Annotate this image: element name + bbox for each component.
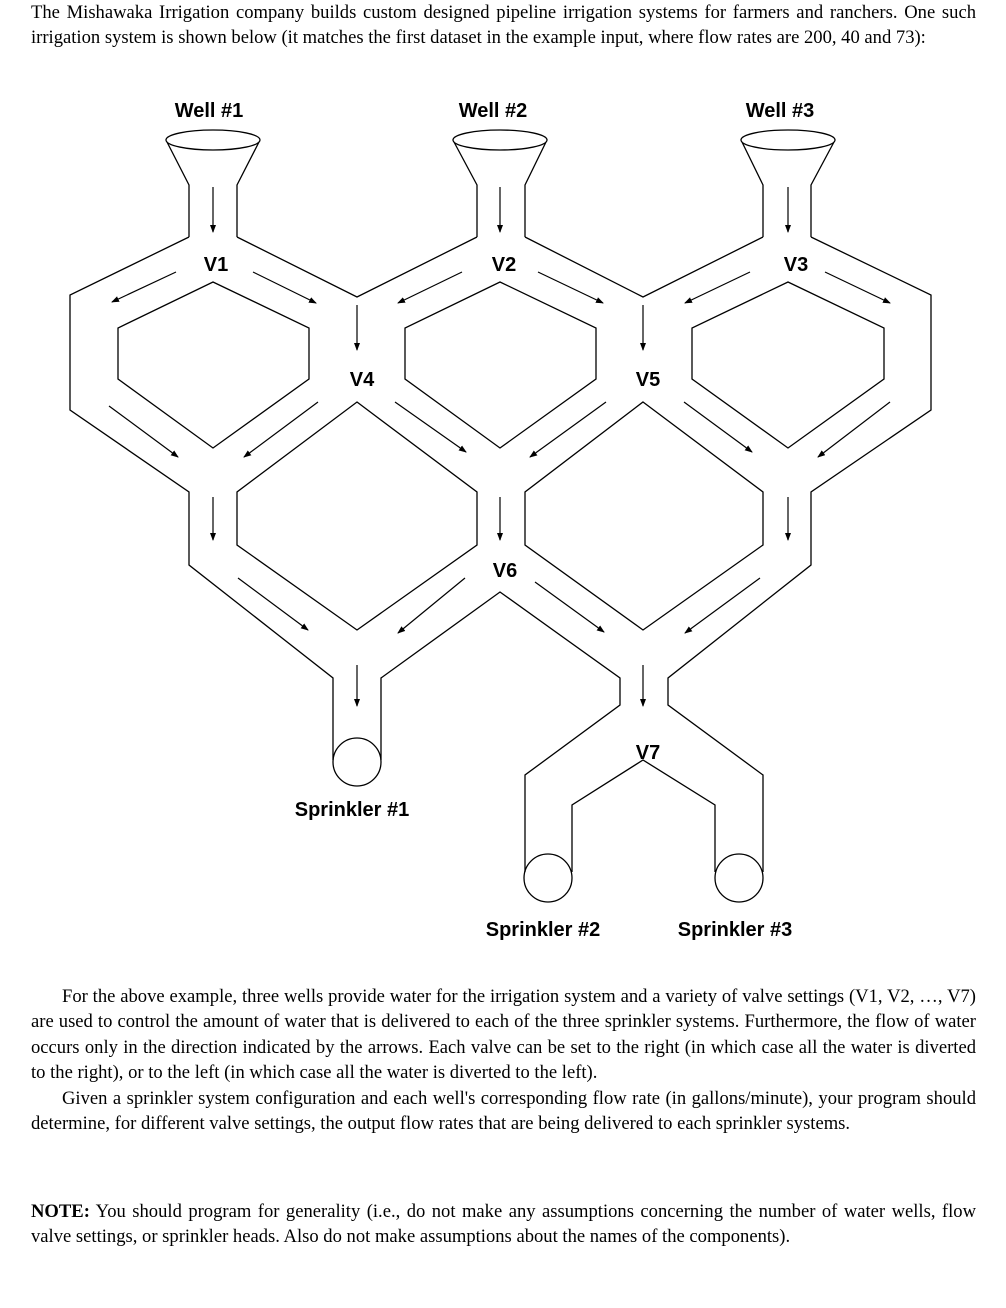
wells: [165, 129, 836, 237]
well-3: [740, 129, 836, 237]
well-label: Well #3: [746, 100, 815, 122]
valve-label: V7: [636, 742, 660, 764]
well-2: [452, 129, 548, 237]
valve-label: V4: [350, 369, 375, 391]
well-label: Well #2: [459, 100, 528, 122]
flow-arrows: [108, 187, 891, 707]
intro-paragraph: The Mishawaka Irrigation company builds …: [31, 2, 976, 49]
sprinkler-label: Sprinkler #2: [486, 919, 601, 941]
valve-label: V3: [784, 254, 808, 276]
valve-description-paragraph: For the above example, three wells provi…: [31, 986, 976, 1084]
note-paragraph: NOTE: You should program for generality …: [31, 1199, 976, 1250]
pipes: [69, 236, 932, 872]
well-label: Well #1: [175, 100, 244, 122]
task-paragraph: Given a sprinkler system configuration a…: [31, 1087, 976, 1135]
note-text: You should program for generality (i.e.,…: [31, 1201, 976, 1248]
sprinkler-label: Sprinkler #3: [678, 919, 793, 941]
irrigation-diagram: Well #1 Well #2 Well #3 V1 V2 V3 V4 V5 V…: [69, 100, 932, 941]
description-block: For the above example, three wells provi…: [31, 984, 976, 1136]
note-label: NOTE:: [31, 1201, 90, 1222]
sprinkler-heads: [332, 737, 764, 903]
valve-label: V5: [636, 369, 660, 391]
valve-label: V6: [493, 560, 517, 582]
valve-label: V1: [204, 254, 228, 276]
sprinkler-label: Sprinkler #1: [295, 799, 410, 821]
well-1: [165, 129, 261, 237]
labels: Well #1 Well #2 Well #3 V1 V2 V3 V4 V5 V…: [175, 100, 815, 941]
valve-label: V2: [492, 254, 516, 276]
